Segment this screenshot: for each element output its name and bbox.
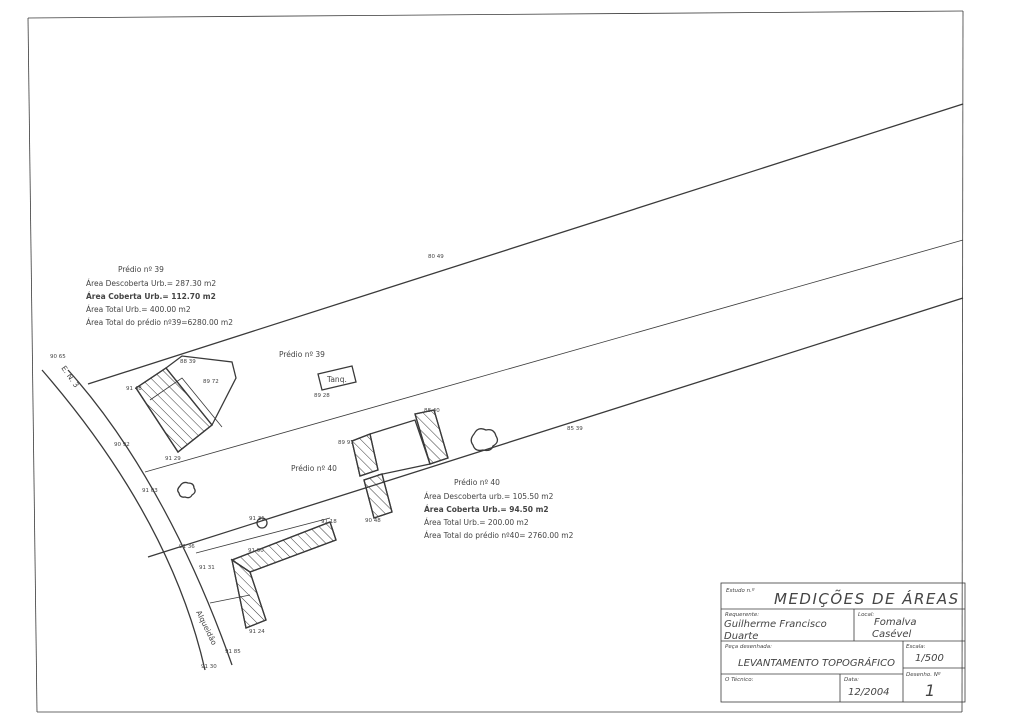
building-39-label: Prédio nº 39 [279, 350, 325, 359]
requerente-line1: Guilherme Francisco [724, 619, 827, 630]
elevation-label: 91 36 [179, 544, 195, 550]
elevation-label: 88 39 [180, 359, 196, 365]
requerente-line2: Duarte [724, 631, 758, 642]
area-line: Área Descoberta urb.= 105.50 m2 [424, 492, 554, 501]
elevation-label: 90 48 [365, 518, 381, 524]
requerente-caption: Requerente: [725, 612, 759, 618]
elevation-label: 89 97 [338, 440, 354, 446]
elevation-label: 91 85 [225, 649, 241, 655]
elevation-label: 90 65 [50, 354, 66, 360]
elevation-label: 91 48 [126, 386, 142, 392]
data-value: 12/2004 [848, 687, 890, 698]
elevation-label: 91 18 [321, 519, 337, 525]
data-caption: Data: [844, 677, 859, 683]
peca-caption: Peça desenhada: [725, 644, 772, 650]
estudo-caption: Estudo n.º [726, 587, 755, 594]
national-road [41, 369, 233, 671]
title-block-title: MEDIÇÕES DE ÁREAS [774, 589, 960, 608]
local-line2: Casével [872, 628, 912, 640]
elevation-label: 80 49 [428, 254, 444, 260]
title-block: Estudo n.º MEDIÇÕES DE ÁREAS Requerente:… [720, 582, 966, 703]
area-line: Área Coberta Urb.= 94.50 m2 [424, 505, 549, 514]
elevation-label: 91 30 [201, 664, 217, 670]
elevation-label: 91 03 [142, 488, 158, 494]
elevation-label: 89 72 [203, 379, 219, 385]
area-line: Área Total do prédio nº40= 2760.00 m2 [424, 531, 574, 540]
area-line: Área Total Urb.= 200.00 m2 [424, 518, 529, 527]
escala-value: 1/500 [915, 653, 944, 664]
building-40-label: Prédio nº 40 [291, 464, 337, 473]
elevation-label: 89 28 [314, 393, 330, 399]
building-39-block [135, 355, 237, 453]
elevation-label: 85 39 [567, 426, 583, 432]
area-line: Área Total do prédio nº39=6280.00 m2 [86, 318, 233, 327]
tree-symbols [177, 428, 499, 529]
tank-symbol [317, 365, 357, 391]
peca-value: LEVANTAMENTO TOPOGRÁFICO [738, 656, 895, 669]
elevation-label: 91 24 [249, 629, 265, 635]
area-title: Prédio nº 40 [454, 478, 500, 487]
building-40-block [351, 409, 449, 519]
elevation-label: 91 31 [199, 565, 215, 571]
elevation-points: 90 65 88 39 89 72 89 28 91 48 91 29 90 9… [50, 254, 583, 670]
area-line: Área Coberta Urb.= 112.70 m2 [86, 292, 216, 301]
escala-caption: Escala: [906, 644, 926, 650]
local-line1: Fomalva [874, 617, 917, 628]
local-caption: Local: [858, 612, 874, 618]
tank-label: Tanq. [326, 375, 347, 384]
boundary-lines [87, 103, 964, 558]
lower-building-block [195, 517, 337, 629]
elevation-label: 88 40 [424, 408, 440, 414]
tecnico-caption: O Técnico: [725, 676, 754, 683]
area-summary-39: Prédio nº 39 Área Descoberta Urb.= 287.3… [86, 265, 233, 327]
area-summary-40: Prédio nº 40 Área Descoberta urb.= 105.5… [424, 478, 574, 540]
area-line: Área Total Urb.= 400.00 m2 [86, 305, 191, 314]
area-title: Prédio nº 39 [118, 265, 164, 274]
desenho-value: 1 [925, 681, 935, 700]
elevation-label: 91 29 [165, 456, 181, 462]
elevation-label: 90 92 [114, 442, 130, 448]
road-name-label: E. N. 3 [59, 364, 81, 390]
sheet-frame [27, 10, 964, 713]
area-line: Área Descoberta Urb.= 287.30 m2 [86, 279, 216, 288]
elevation-label: 91 90 [248, 548, 264, 554]
elevation-label: 91 31 [249, 516, 265, 522]
desenho-caption: Desenho. Nº [906, 671, 941, 678]
